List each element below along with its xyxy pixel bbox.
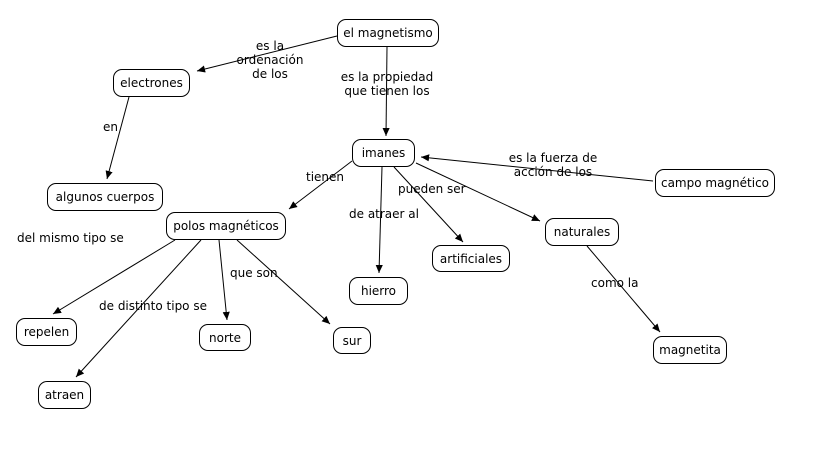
node-imanes[interactable]: imanes <box>352 139 415 167</box>
edge-naturales-magnetita <box>586 245 661 333</box>
node-artificiales[interactable]: artificiales <box>432 245 510 272</box>
link-label-es-la-propiedad: es la propiedad que tienen los <box>340 70 434 98</box>
edge-imanes-artificiales <box>393 166 464 243</box>
edge-polos-repelen <box>52 239 176 315</box>
link-label-pueden-ser: pueden ser <box>398 182 466 196</box>
edge-campo-magnetico-imanes <box>420 154 654 182</box>
link-label-en: en <box>103 120 118 134</box>
edge-polos-norte <box>218 239 230 321</box>
edge-imanes-hierro <box>375 166 383 274</box>
link-label-del-mismo-tipo-se: del mismo tipo se <box>17 231 124 245</box>
link-label-es-la-fuerza: es la fuerza de acción de los <box>508 151 598 179</box>
node-polos-magneticos[interactable]: polos magnéticos <box>166 212 286 240</box>
edge-magnetismo-electrones <box>196 35 338 73</box>
node-campo-magnetico[interactable]: campo magnético <box>655 169 775 197</box>
link-label-que-son: que son <box>230 266 278 280</box>
node-electrones[interactable]: electrones <box>113 69 190 97</box>
edge-electrones-algunos-cuerpos <box>105 96 130 180</box>
node-hierro[interactable]: hierro <box>349 277 408 305</box>
link-label-de-distinto-tipo-se: de distinto tipo se <box>99 299 207 313</box>
node-norte[interactable]: norte <box>199 324 251 351</box>
edge-magnetismo-imanes <box>382 46 390 137</box>
edge-polos-atraen <box>75 239 202 378</box>
node-magnetita[interactable]: magnetita <box>653 336 727 364</box>
node-sur[interactable]: sur <box>333 327 371 354</box>
node-naturales[interactable]: naturales <box>545 218 619 246</box>
node-atraen[interactable]: atraen <box>38 381 91 409</box>
link-label-es-la-ordenacion: es la ordenación de los <box>236 39 304 81</box>
link-label-tienen: tienen <box>306 170 345 184</box>
link-label-como-la: como la <box>591 276 639 290</box>
node-repelen[interactable]: repelen <box>16 318 77 346</box>
node-el-magnetismo[interactable]: el magnetismo <box>337 19 439 47</box>
node-algunos-cuerpos[interactable]: algunos cuerpos <box>47 183 163 211</box>
edge-imanes-naturales <box>415 162 541 222</box>
edge-imanes-polos-magneticos <box>288 160 353 210</box>
edge-polos-sur <box>236 239 331 325</box>
link-label-de-atraer-al: de atraer al <box>349 207 419 221</box>
